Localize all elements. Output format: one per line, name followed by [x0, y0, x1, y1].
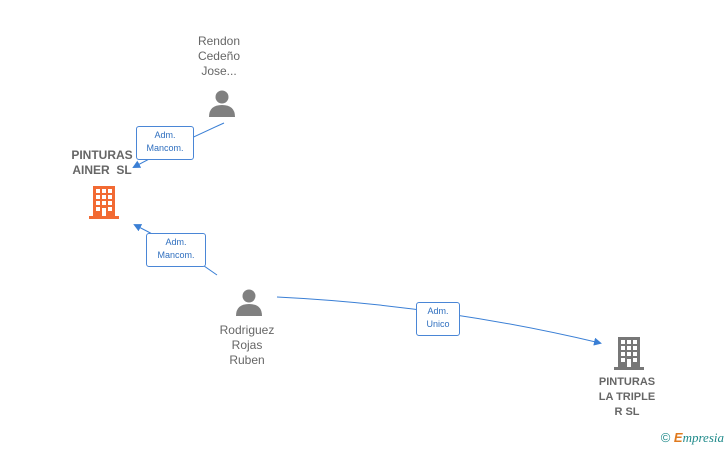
- label-line: Adm.: [427, 306, 449, 316]
- label-line: LA TRIPLE: [598, 391, 656, 403]
- label-line: Jose...: [201, 64, 237, 78]
- node-label-rodriguez[interactable]: Rodriguez Rojas Ruben: [210, 323, 284, 368]
- label-line: PINTURAS: [598, 376, 656, 388]
- label-line: Mancom.: [157, 250, 195, 260]
- label-line: Cedeño: [197, 49, 241, 63]
- label-line: Adm.: [154, 130, 176, 140]
- brand-initial: E: [673, 430, 683, 445]
- edge-label-rodriguez-to-ainer[interactable]: Adm. Mancom.: [146, 233, 206, 267]
- edge-label-rendon-to-ainer[interactable]: Adm. Mancom.: [136, 126, 194, 160]
- label-line: Ruben: [229, 353, 265, 367]
- label-line: Mancom.: [146, 143, 184, 153]
- label-line: Adm.: [165, 237, 187, 247]
- label-line: Rojas: [231, 338, 263, 352]
- building-icon[interactable]: [613, 336, 645, 370]
- person-icon[interactable]: [234, 287, 264, 317]
- node-label-pinturas-ainer[interactable]: PINTURAS AINER SL: [62, 148, 142, 178]
- empresia-logo: © Empresia: [661, 430, 724, 446]
- label-line: R SL: [614, 406, 640, 418]
- copyright-symbol: ©: [660, 430, 671, 445]
- brand-name: mpresia: [682, 430, 724, 445]
- edge-label-rodriguez-to-triple[interactable]: Adm. Unico: [416, 302, 460, 336]
- label-line: Rendon: [197, 34, 241, 48]
- node-label-rendon[interactable]: Rendon Cedeño Jose...: [188, 34, 250, 79]
- node-label-pinturas-triple[interactable]: PINTURAS LA TRIPLE R SL: [586, 375, 668, 420]
- label-line: Unico: [426, 319, 450, 329]
- label-line: AINER SL: [72, 163, 132, 177]
- person-icon[interactable]: [207, 88, 237, 118]
- label-line: Rodriguez: [219, 323, 275, 337]
- building-icon[interactable]: [88, 185, 120, 219]
- label-line: PINTURAS: [71, 148, 133, 162]
